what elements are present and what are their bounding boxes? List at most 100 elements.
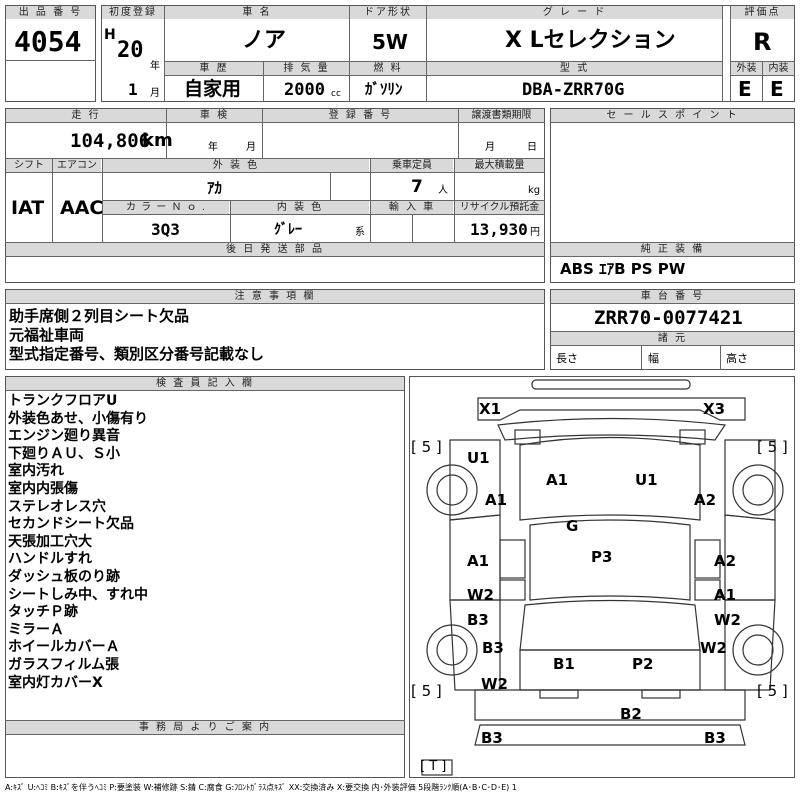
note-line: 助手席側２列目シート欠品: [9, 307, 190, 325]
damage-mark: A1: [485, 491, 508, 509]
damage-mark: W2: [714, 611, 741, 629]
damage-mark: U1: [467, 449, 490, 467]
inspection-year-unit: 年: [208, 142, 218, 153]
note-line: 型式指定番号、類別区分番号記載なし: [9, 345, 265, 363]
inspector-line: 天張加工穴大: [8, 533, 92, 550]
inspector-box: [5, 376, 405, 778]
spec-width-label: 幅: [648, 352, 659, 365]
inspector-line: ミラーＡ: [8, 621, 64, 638]
mileage-label: 走 行: [6, 109, 166, 122]
tire-tread-tl: [ 5 ]: [411, 438, 442, 456]
damage-mark: W2: [700, 639, 727, 657]
transfer-day-unit: 日: [527, 142, 537, 153]
ext-score-value: E: [738, 77, 752, 101]
inspector-line: タッチＰ跡: [8, 604, 78, 621]
inspector-line: ダッシュ板のり跡: [8, 569, 120, 585]
score-value: R: [753, 28, 772, 56]
score-label: 評価点: [731, 6, 794, 19]
ext-color-label: 外 装 色: [103, 159, 369, 172]
recycle-unit: 円: [530, 227, 540, 238]
history-value: 自家用: [184, 78, 242, 100]
damage-mark: B3: [467, 611, 489, 629]
specs-label: 諸 元: [551, 332, 794, 345]
door-value: 5W: [372, 30, 408, 54]
damage-mark: P2: [632, 655, 654, 673]
damage-mark: B2: [620, 705, 642, 723]
shift-label: シフト: [6, 159, 52, 172]
spare-tire-label: [ T ]: [420, 759, 447, 774]
inspector-line: ガラスフィルム張: [8, 657, 120, 673]
inspector-line: トランクフロアU: [8, 393, 118, 409]
spec-height-label: 高さ: [726, 352, 748, 365]
tire-tread-tr: [ 5 ]: [757, 438, 788, 456]
later-parts-label: 後 日 発 送 部 品: [6, 243, 544, 256]
transfer-month-unit: 月: [485, 142, 495, 153]
inspector-line: 外装色あせ、小傷有り: [8, 410, 148, 427]
notes-box: [5, 289, 545, 370]
spec-length-label: 長さ: [556, 352, 578, 365]
inspector-line: シートしみ中、すれ中: [8, 586, 148, 603]
mileage-unit: km: [142, 130, 173, 151]
damage-mark: G: [566, 517, 579, 535]
ac-label: エアコン: [53, 159, 101, 172]
damage-mark: A2: [694, 491, 717, 509]
int-color-value: ｸﾞﾚｰ: [274, 222, 302, 238]
tire-tread-bl: [ 5 ]: [411, 682, 442, 700]
import-label: 輸 入 車: [371, 201, 453, 214]
displacement-unit: cc: [331, 89, 341, 99]
sales-point-label: セ ー ル ス ポ イ ン ト: [551, 109, 794, 122]
capacity-unit: 人: [438, 185, 448, 196]
chassis-value: ZRR70-0077421: [594, 307, 743, 329]
inspector-line: エンジン廻り異音: [8, 428, 120, 445]
grade-value: X Lセレクション: [505, 28, 676, 53]
car-name-value: ノア: [242, 28, 287, 53]
damage-diagram-box: [409, 376, 795, 778]
displacement-value: 2000: [284, 80, 325, 100]
vehicle-detail-box: [5, 108, 545, 283]
equipment-label: 純 正 装 備: [551, 243, 794, 256]
damage-mark: B1: [553, 655, 575, 673]
sales-point-box: [550, 108, 795, 283]
reg-month: 1: [128, 80, 138, 99]
lot-number-value: 4054: [14, 25, 82, 58]
inspector-line: 室内灯カバーX: [8, 674, 103, 691]
damage-mark: W2: [481, 675, 508, 693]
reg-era: H: [104, 27, 116, 43]
ext-score-label: 外装: [731, 62, 762, 75]
inspector-line: 下廻りＡＵ、Ｓ小: [8, 445, 120, 462]
mileage-value: 104,806: [70, 130, 151, 152]
history-label: 車 歴: [165, 62, 263, 75]
chassis-label: 車 台 番 号: [551, 290, 794, 303]
lot-number-box: [5, 5, 96, 102]
chassis-box: [550, 289, 795, 370]
reg-year-unit: 年: [150, 61, 160, 72]
door-label: ドア形状: [350, 6, 426, 19]
recycle-value: 13,930: [470, 220, 528, 239]
inspector-line: 室内内張傷: [8, 481, 78, 497]
capacity-value: 7: [411, 177, 423, 197]
inspection-label: 車 検: [167, 109, 262, 122]
shift-value: IAT: [11, 197, 45, 219]
inspector-line: ホイールカバーＡ: [8, 639, 120, 656]
ac-value: AAC: [60, 197, 104, 219]
ext-color-value: ｱｶ: [207, 179, 223, 197]
damage-mark: X3: [703, 400, 726, 418]
damage-mark: B3: [704, 729, 726, 747]
recycle-label: リサイクル預託金: [455, 201, 544, 214]
displacement-label: 排 気 量: [264, 62, 349, 75]
first-reg-label: 初度登録: [102, 6, 164, 19]
fuel-value: ｶﾞｿﾘﾝ: [365, 80, 403, 98]
color-no-value: 3Q3: [151, 220, 180, 239]
damage-mark: B3: [482, 639, 504, 657]
note-line: 元福祉車両: [9, 326, 85, 344]
grade-label: グ レ ー ド: [427, 6, 722, 19]
reg-month-unit: 月: [150, 88, 160, 99]
inspection-month-unit: 月: [246, 142, 256, 153]
damage-mark: A2: [714, 552, 737, 570]
capacity-label: 乗車定員: [371, 159, 453, 172]
inspector-line: ステレオレス穴: [8, 498, 106, 515]
inspector-line: ハンドルすれ: [8, 551, 92, 568]
damage-mark: W2: [467, 586, 494, 604]
damage-mark: A1: [714, 586, 737, 604]
damage-mark: X1: [479, 400, 502, 418]
